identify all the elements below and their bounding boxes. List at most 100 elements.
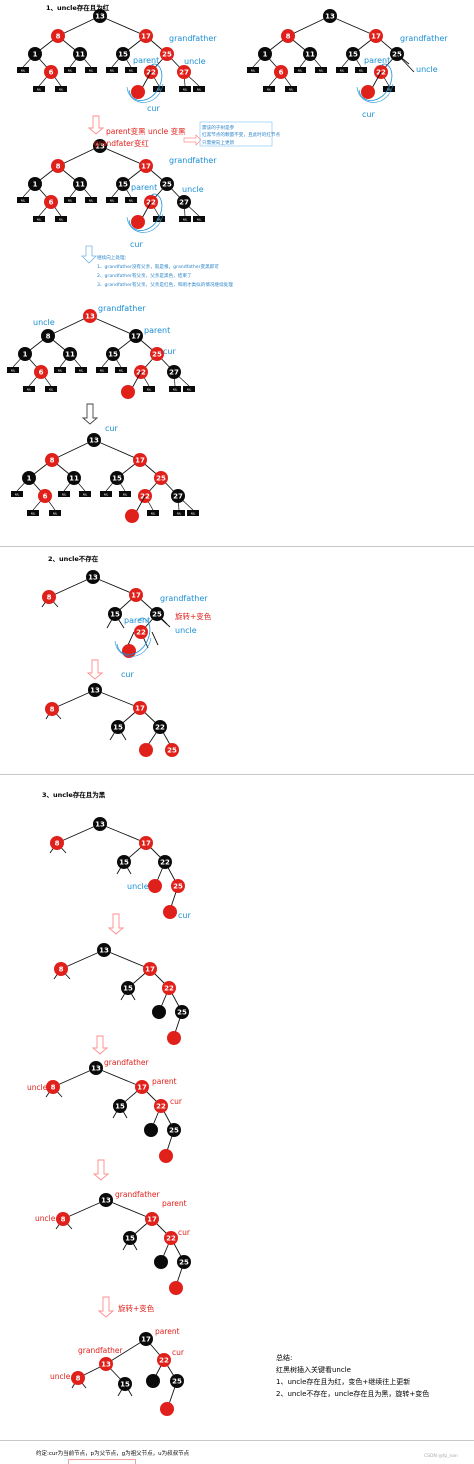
node-value: 22 [155,724,165,732]
down-arrow [97,1296,115,1318]
node-value: 15 [118,181,128,189]
tree-node [164,1231,178,1245]
tree-node [22,471,36,485]
node-value: 8 [59,966,64,974]
edge [57,15,101,37]
nil-leaf [79,491,91,497]
down-arrow [92,1159,110,1181]
tree-node [71,1371,85,1385]
nil-leaf [45,386,57,392]
tree-node [83,309,97,323]
tree-node [45,453,59,467]
nil-leaf [193,86,205,92]
node-value: 6 [43,493,48,501]
tree-node [129,588,143,602]
nil-label: NIL [104,493,109,497]
nil-leaf [96,367,108,373]
tree-node [118,1377,132,1391]
nil-label: NIL [251,69,256,73]
node-value: 17 [141,33,151,41]
nil-label: NIL [31,512,36,516]
label-uncle: uncle [35,1214,56,1223]
tree-node [63,347,77,361]
node-value: 8 [56,163,61,171]
nil-label: NIL [173,388,178,392]
down-arrow [107,913,125,935]
nil-leaf [33,216,45,222]
nil-leaf [153,216,165,222]
tree-node [160,177,174,191]
edge [60,949,105,970]
continue-note-header: 继续向上处理： [97,256,130,261]
tree-node [73,177,87,191]
tree-node [108,607,122,621]
node-value: 17 [145,966,155,974]
node-value: 15 [112,475,122,483]
tree-node [150,607,164,621]
label-parent: parent [152,1077,177,1086]
label-parent: parent [133,56,160,65]
nil-label: NIL [37,218,42,222]
nil-label: NIL [157,88,162,92]
node-value: 25 [173,883,183,891]
label-cur: cur [121,670,134,679]
tree-node [171,879,185,893]
edge [151,631,159,646]
label-cur: cur [362,110,375,119]
highlight-swirl [128,193,163,231]
label-uncle: uncle [27,1083,48,1092]
nil-leaf [285,86,297,92]
nil-leaf [100,491,112,497]
nil-label: NIL [59,218,64,222]
edge [95,1067,143,1088]
node-value: 15 [123,985,133,993]
nil-label: NIL [119,369,124,373]
node-value: 17 [135,705,145,713]
node-value: 25 [152,611,162,619]
tree-node [150,347,164,361]
nil-label: NIL [58,369,63,373]
node-value: 17 [141,840,151,848]
nil-leaf [106,197,118,203]
section-3-title: 3、uncle存在且为黑 [42,791,106,799]
node-value: 17 [137,1084,147,1092]
tree-node [175,1005,189,1019]
section-divider [0,774,474,775]
nil-label: NIL [15,493,20,497]
edge [99,145,147,167]
node-value: 8 [55,840,60,848]
nil-label: NIL [53,512,58,516]
tree-node [89,1061,103,1075]
nil-leaf [153,86,165,92]
node-value: 15 [120,1381,130,1389]
node-value: 15 [125,1235,135,1243]
label-cur: cur [178,1228,190,1237]
nil-leaf [193,216,205,222]
nil-leaf [33,86,45,92]
tree-node [165,743,179,757]
side-note-2: 红黑节点的颗量不变，且此时的红节点 [202,133,281,138]
label-cur: cur [105,424,118,433]
summary-line-1: 红黑树插入关键看uncle [276,1366,351,1374]
node-value: 25 [152,351,162,359]
nil-label: NIL [187,388,192,392]
tree-node [139,743,153,757]
node-value: 17 [147,1216,157,1224]
nil-leaf [55,216,67,222]
tree-node [116,47,130,61]
label-grandfather: grandfather [104,1058,149,1067]
tree-node [148,879,162,893]
down-arrow [81,245,97,264]
tree-node [41,329,55,343]
nil-leaf [64,197,76,203]
edge [99,15,147,37]
nil-label: NIL [177,512,182,516]
highlight-swirl [356,83,394,103]
tree-node [323,9,337,23]
edge [57,145,101,167]
nil-leaf [147,510,159,516]
right-arrow [183,134,202,146]
node-value: 13 [99,947,109,955]
tree-node [86,570,100,584]
section-divider [0,1440,474,1441]
